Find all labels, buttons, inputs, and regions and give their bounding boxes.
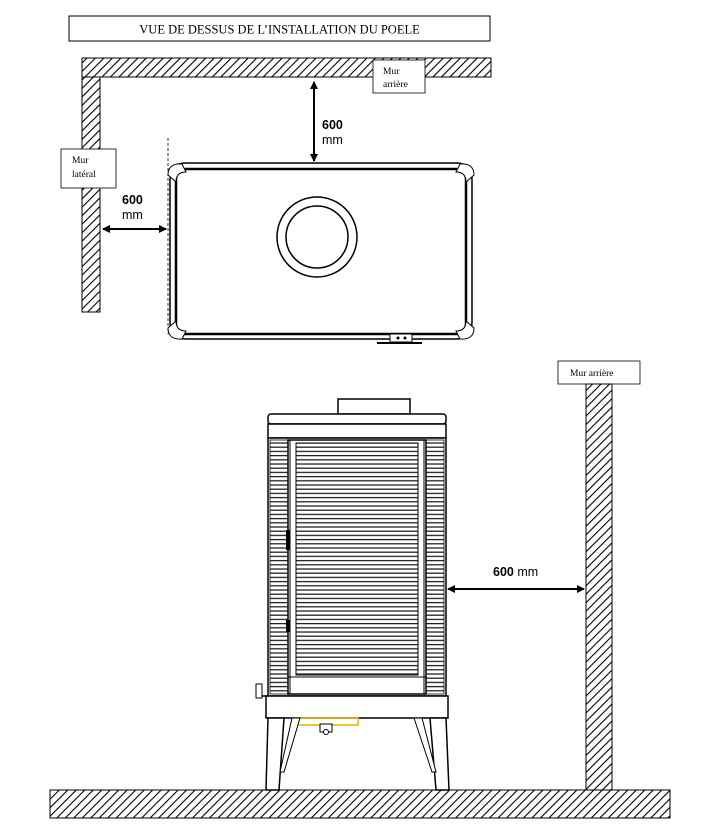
title-box: VUE DE DESSUS DE L’INSTALLATION DU POELE: [68, 15, 491, 42]
rear-wall-label-top: Mur arrière: [372, 59, 426, 94]
door-hinge: [286, 530, 290, 550]
side-view-clearance-label: 600 mm: [493, 565, 538, 579]
side-view: Mur arrière 600 mm: [49, 360, 671, 819]
rear-wall-label-side: Mur arrière: [557, 360, 641, 385]
rear-wall-side-view: [585, 383, 613, 791]
side-wall-label-line1: Mur: [72, 156, 89, 166]
front-leg-left: [265, 717, 285, 791]
front-leg-right: [429, 717, 450, 791]
side-wall-label-top: Mur latéral: [60, 148, 117, 189]
floor: [49, 789, 671, 819]
side-clearance-unit: mm: [122, 208, 143, 222]
rear-clearance-unit: mm: [322, 133, 343, 147]
rear-clearance-value: 600: [322, 118, 343, 132]
rear-wall-top-view: [81, 57, 492, 78]
page-title: VUE DE DESSUS DE L’INSTALLATION DU POELE: [139, 23, 420, 37]
side-wall-label-line2: latéral: [72, 170, 96, 180]
rear-wall-label-text: Mur arrière: [570, 369, 614, 379]
side-clearance-value: 600: [122, 193, 143, 207]
stove-elevation: [255, 398, 450, 791]
rear-wall-label-line1: Mur: [383, 67, 400, 77]
flue-collar: [337, 398, 411, 415]
air-control-lever: [255, 683, 263, 699]
rear-wall-label-line2: arrière: [383, 80, 408, 90]
top-view: Mur arrière Mur latéral 600 mm 600 mm: [60, 57, 492, 344]
stove-top-view: [167, 162, 475, 344]
side-wall-top-view: [81, 76, 101, 313]
side-view-clearance-unit: mm: [514, 565, 538, 579]
side-view-clearance-value: 600: [493, 565, 514, 579]
